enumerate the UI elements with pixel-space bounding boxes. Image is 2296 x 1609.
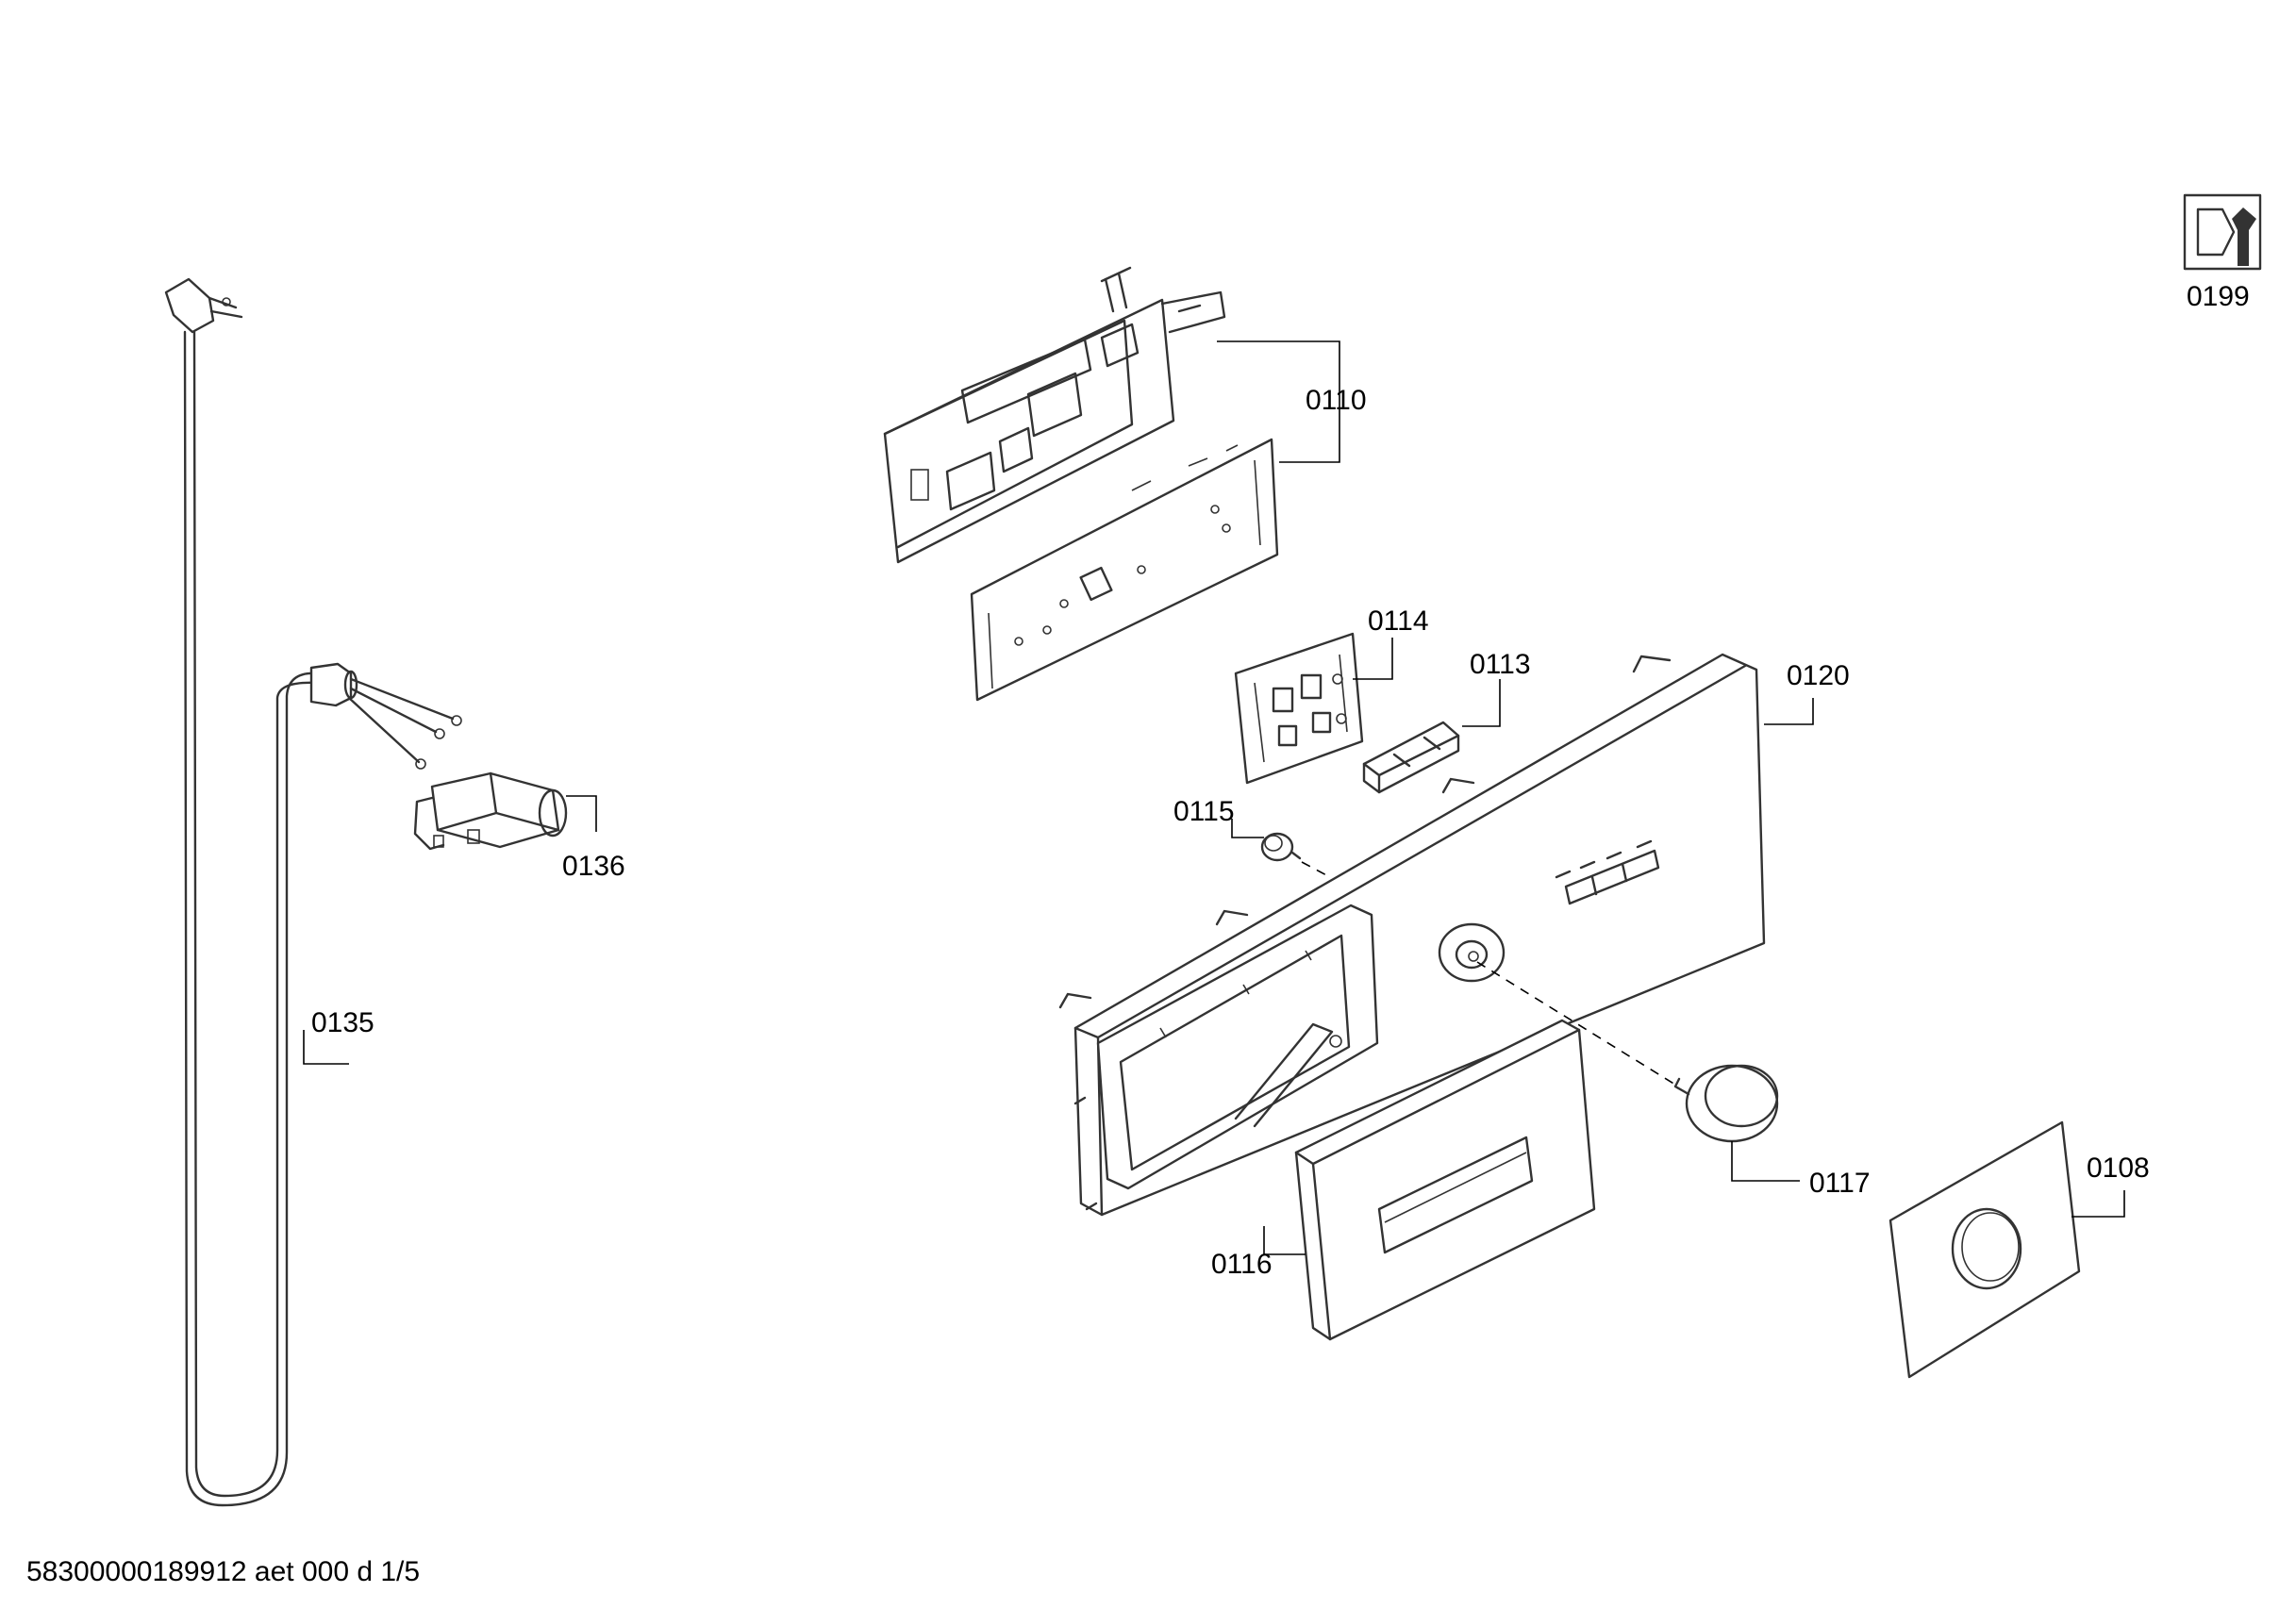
document-id: 58300000189912 aet 000 d 1/5: [26, 1556, 420, 1587]
callout-0110: 0110: [1306, 385, 1367, 416]
callout-0117: 0117: [1809, 1168, 1871, 1199]
decorative-plate-0108: [1888, 1120, 2081, 1379]
small-knob-0115: [1260, 832, 1302, 862]
programme-knob-0117: [1476, 961, 1779, 1143]
callout-0136: 0136: [562, 851, 625, 882]
wrench-nut-icon: [2183, 193, 2262, 271]
callout-0114: 0114: [1368, 605, 1429, 637]
callout-0116: 0116: [1211, 1249, 1273, 1280]
push-buttons-0113: [1362, 721, 1460, 794]
power-cord-0135: [164, 277, 462, 1507]
callout-0120: 0120: [1787, 660, 1850, 691]
callout-0108: 0108: [2087, 1153, 2150, 1184]
callout-0115: 0115: [1173, 796, 1235, 827]
switch-block-0114: [1234, 632, 1364, 785]
callout-0135: 0135: [311, 1007, 374, 1038]
filter-capacitor-0136: [413, 771, 568, 851]
electronic-module-0110: [883, 266, 1279, 702]
drawer-handle-0116: [1294, 1019, 1596, 1341]
callout-0113: 0113: [1470, 649, 1531, 680]
control-panel-0120: [1058, 653, 1766, 1217]
callout-0199: 0199: [2187, 281, 2250, 312]
